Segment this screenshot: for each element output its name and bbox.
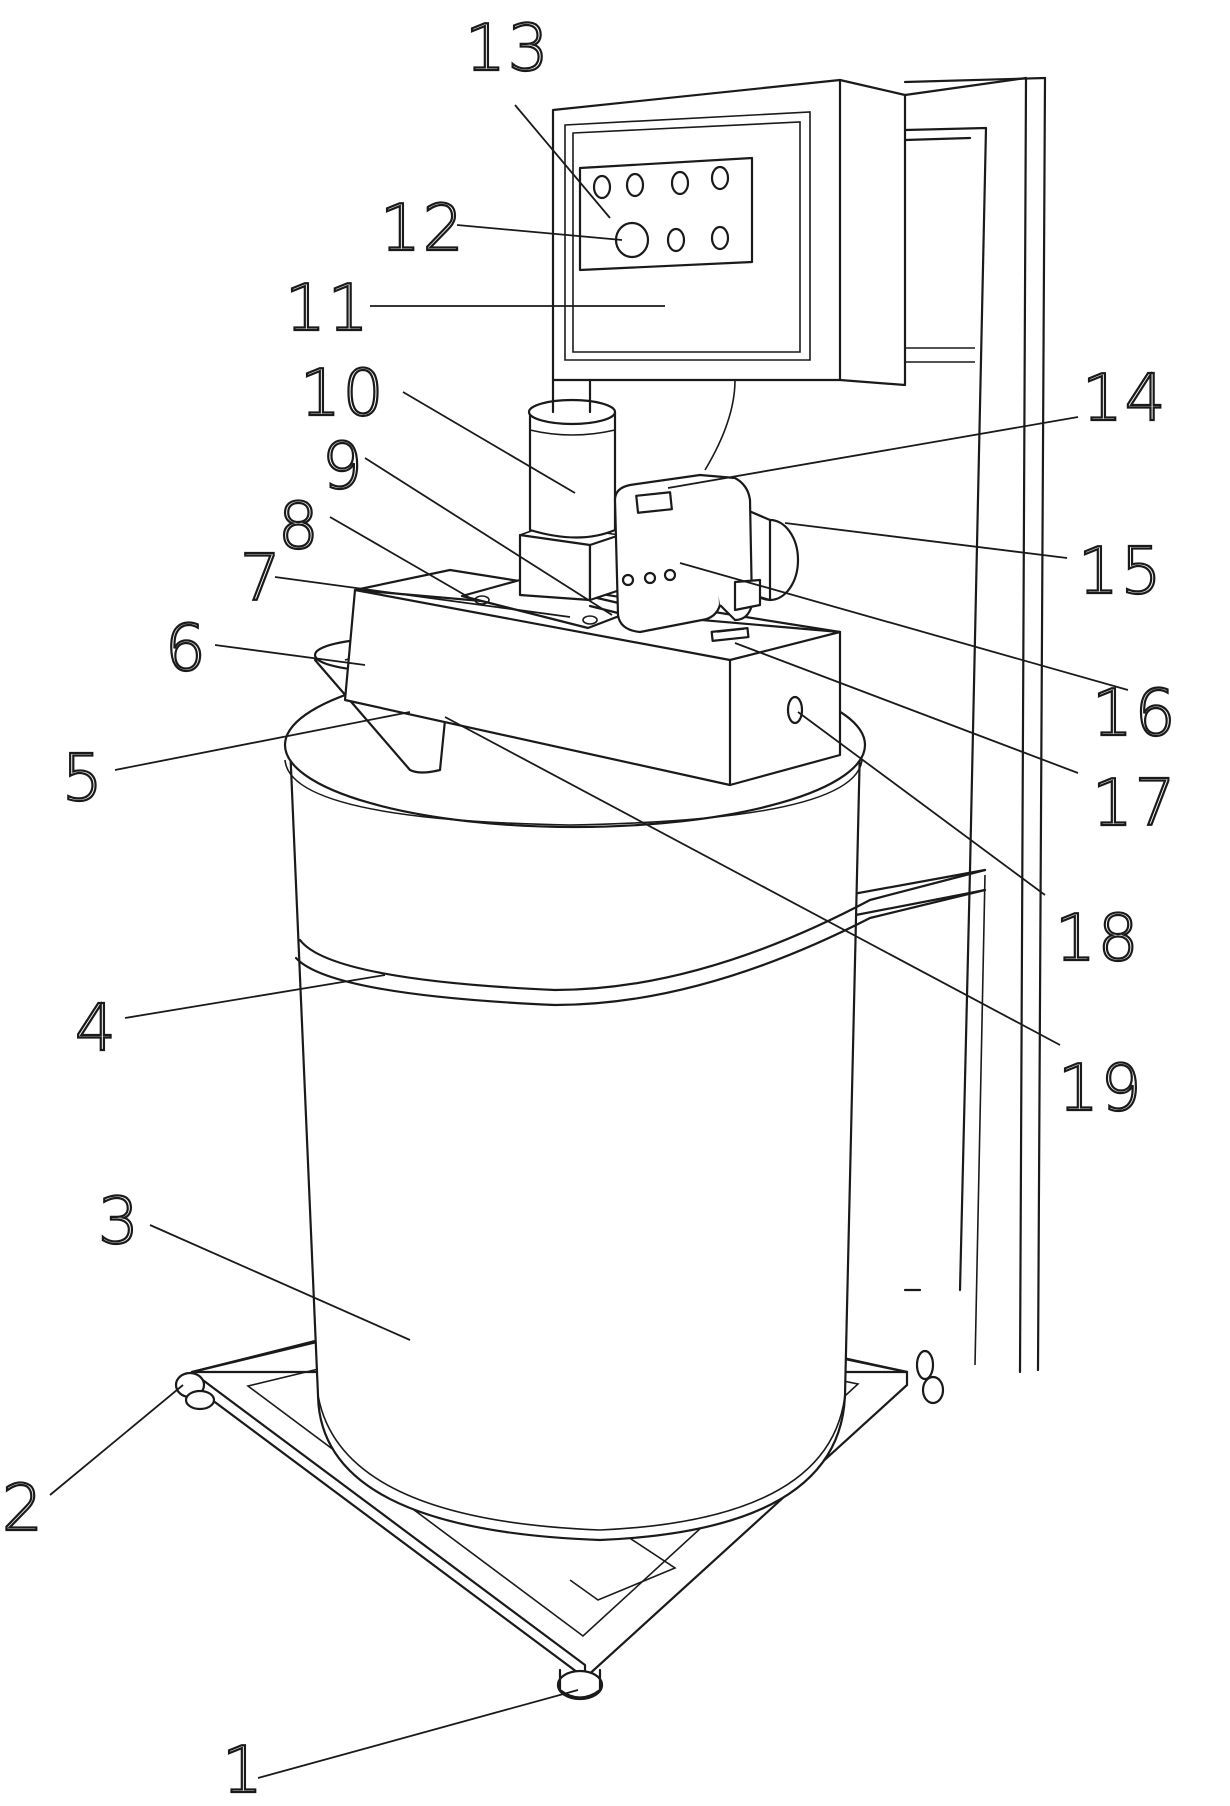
callout-12: 12 — [380, 192, 465, 266]
leader-lines — [49, 104, 1129, 1779]
support-stand — [818, 76, 1047, 1374]
callout-8: 8 — [278, 490, 321, 564]
callout-19: 19 — [1058, 1052, 1143, 1126]
callout-17: 17 — [1092, 767, 1177, 841]
feet — [174, 1349, 945, 1701]
callout-15: 15 — [1078, 535, 1163, 609]
callout-10: 10 — [300, 357, 385, 431]
callout-9: 9 — [322, 430, 365, 504]
dosing-pump — [613, 473, 800, 634]
control-cabinet — [551, 78, 907, 471]
callout-1: 1 — [222, 1734, 265, 1806]
tank-band — [294, 868, 987, 1007]
tank — [283, 661, 867, 1542]
callout-13: 13 — [465, 12, 550, 86]
callout-5: 5 — [62, 742, 105, 816]
callout-16: 16 — [1092, 677, 1177, 751]
callout-6: 6 — [165, 612, 208, 686]
callout-3: 3 — [98, 1185, 141, 1259]
callout-14: 14 — [1082, 362, 1167, 436]
callout-11: 11 — [285, 272, 370, 346]
callout-7: 7 — [240, 542, 283, 616]
callout-4: 4 — [75, 992, 118, 1066]
callout-18: 18 — [1055, 902, 1140, 976]
callout-2: 2 — [2, 1472, 45, 1546]
callout-labels: 1 2 3 4 5 6 7 8 9 10 11 12 13 14 15 16 1… — [1, 11, 1177, 1806]
mixer-motor — [518, 398, 622, 602]
